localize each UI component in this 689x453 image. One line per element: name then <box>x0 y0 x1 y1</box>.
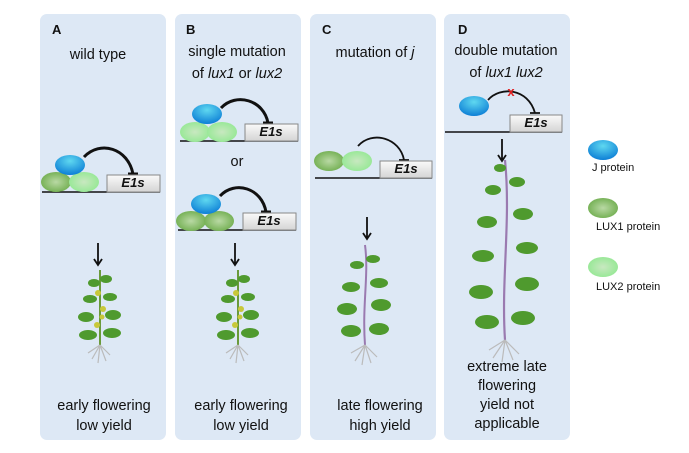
protein-complex-d <box>459 96 489 116</box>
plant-b <box>215 269 260 364</box>
gene-label: E1s <box>394 161 418 176</box>
legend-j-swatch <box>588 140 618 160</box>
panel-title: single mutation <box>188 44 286 60</box>
gene-label: E1s <box>524 115 548 130</box>
panel-a <box>40 14 166 440</box>
protein-complex-c <box>314 151 372 171</box>
legend-lux2-label: LUX2 protein <box>596 281 661 293</box>
panel-title: wild type <box>69 47 127 63</box>
panel-title: double mutation <box>454 43 558 59</box>
panel-label: C <box>322 22 332 37</box>
plant-d <box>467 158 541 364</box>
protein-complex-a <box>41 155 99 192</box>
legend-j-label: J protein <box>592 162 635 174</box>
protein-complex-b2 <box>176 194 234 231</box>
legend-lux1-swatch <box>588 198 618 218</box>
block-x-mark: x <box>507 84 515 99</box>
gene-label: E1s <box>259 124 283 139</box>
panel-label: D <box>458 22 468 37</box>
gene-label: E1s <box>121 175 145 190</box>
plant-a <box>77 269 122 364</box>
protein-complex-b1 <box>180 104 237 142</box>
panel-title-line2: of lux1 lux2 <box>469 65 543 81</box>
gene-label: E1s <box>257 213 281 228</box>
panel-label: A <box>52 22 62 37</box>
panel-label: B <box>186 22 196 37</box>
plant-c <box>336 244 392 366</box>
legend-lux2-swatch <box>588 257 618 277</box>
panel-title-line2: of lux1 or lux2 <box>191 66 283 82</box>
panel-title: mutation of j <box>335 45 415 61</box>
panel-c <box>310 14 436 440</box>
legend-lux1-label: LUX1 protein <box>596 221 661 233</box>
or-separator: or <box>230 154 244 170</box>
